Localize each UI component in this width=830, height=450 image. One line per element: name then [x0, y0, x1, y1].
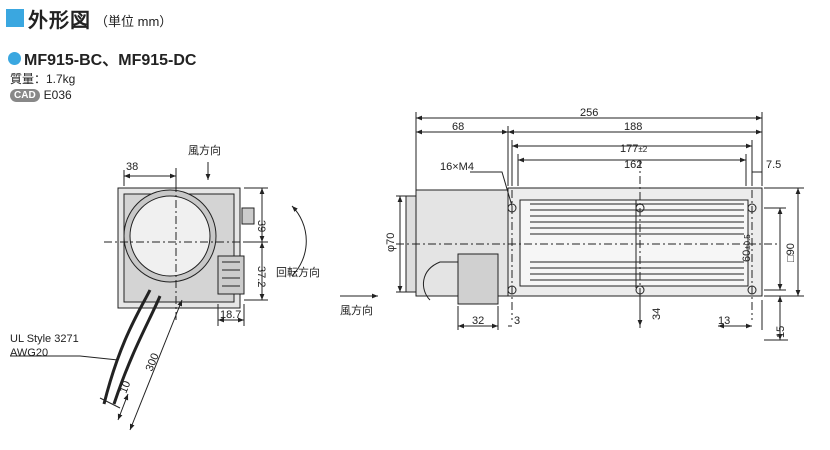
section-header: 外形図 （単位 mm）: [6, 4, 172, 32]
side-holes-label: 16×M4: [440, 161, 474, 173]
cable-label-awg: AWG20: [10, 347, 48, 359]
side-dim-162: 162: [624, 159, 642, 171]
side-dim-32: 32: [472, 315, 484, 327]
mass-text: 質量：1.7kg: [10, 72, 76, 86]
front-air-direction: 風方向: [188, 143, 221, 157]
front-dim-39: 39: [255, 220, 267, 232]
fan-inner-circle: [129, 195, 211, 277]
side-dim-box90: □90: [785, 243, 797, 262]
front-dim-38: 38: [126, 161, 138, 173]
side-dim-256: 256: [580, 107, 598, 119]
model-heading: MF915-BC、MF915-DC: [8, 46, 196, 70]
side-dim-7-5: 7.5: [766, 159, 781, 171]
cad-code: E036: [43, 88, 72, 102]
header-square-icon: [6, 9, 24, 27]
side-dim-60: 60±0.5: [741, 234, 753, 262]
front-dim-37-2: 37.2: [255, 266, 267, 287]
blower-blades: [530, 200, 744, 288]
side-dim-68: 68: [452, 121, 464, 133]
cad-badge: CAD: [10, 88, 40, 102]
front-rotation-direction: 回転方向: [276, 265, 320, 279]
side-dim-13: 13: [718, 315, 730, 327]
side-dim-15: 15: [775, 326, 787, 338]
side-dim-34: 34: [651, 308, 663, 320]
cable-dim-10: 10: [118, 379, 134, 395]
side-dim-188: 188: [624, 121, 642, 133]
side-dim-177: 177±2: [620, 143, 648, 155]
model-name: MF915-BC、MF915-DC: [24, 52, 197, 69]
side-terminal-box: [457, 253, 499, 305]
side-dim-3: 3: [514, 315, 520, 327]
side-air-direction: 風方向: [340, 303, 373, 317]
side-dim-phi70: φ70: [385, 233, 397, 252]
front-view: [10, 162, 307, 431]
cad-row: CAD E036: [10, 88, 72, 102]
cable-dim-300: 300: [144, 352, 162, 374]
unit-note: （単位 mm）: [95, 13, 173, 29]
page-title: 外形図: [28, 9, 91, 32]
front-dim-18-7: 18.7: [220, 309, 241, 321]
bullet-dot-icon: [8, 51, 21, 65]
side-view: [340, 112, 804, 341]
cable-label-ul: UL Style 3271: [10, 333, 79, 345]
